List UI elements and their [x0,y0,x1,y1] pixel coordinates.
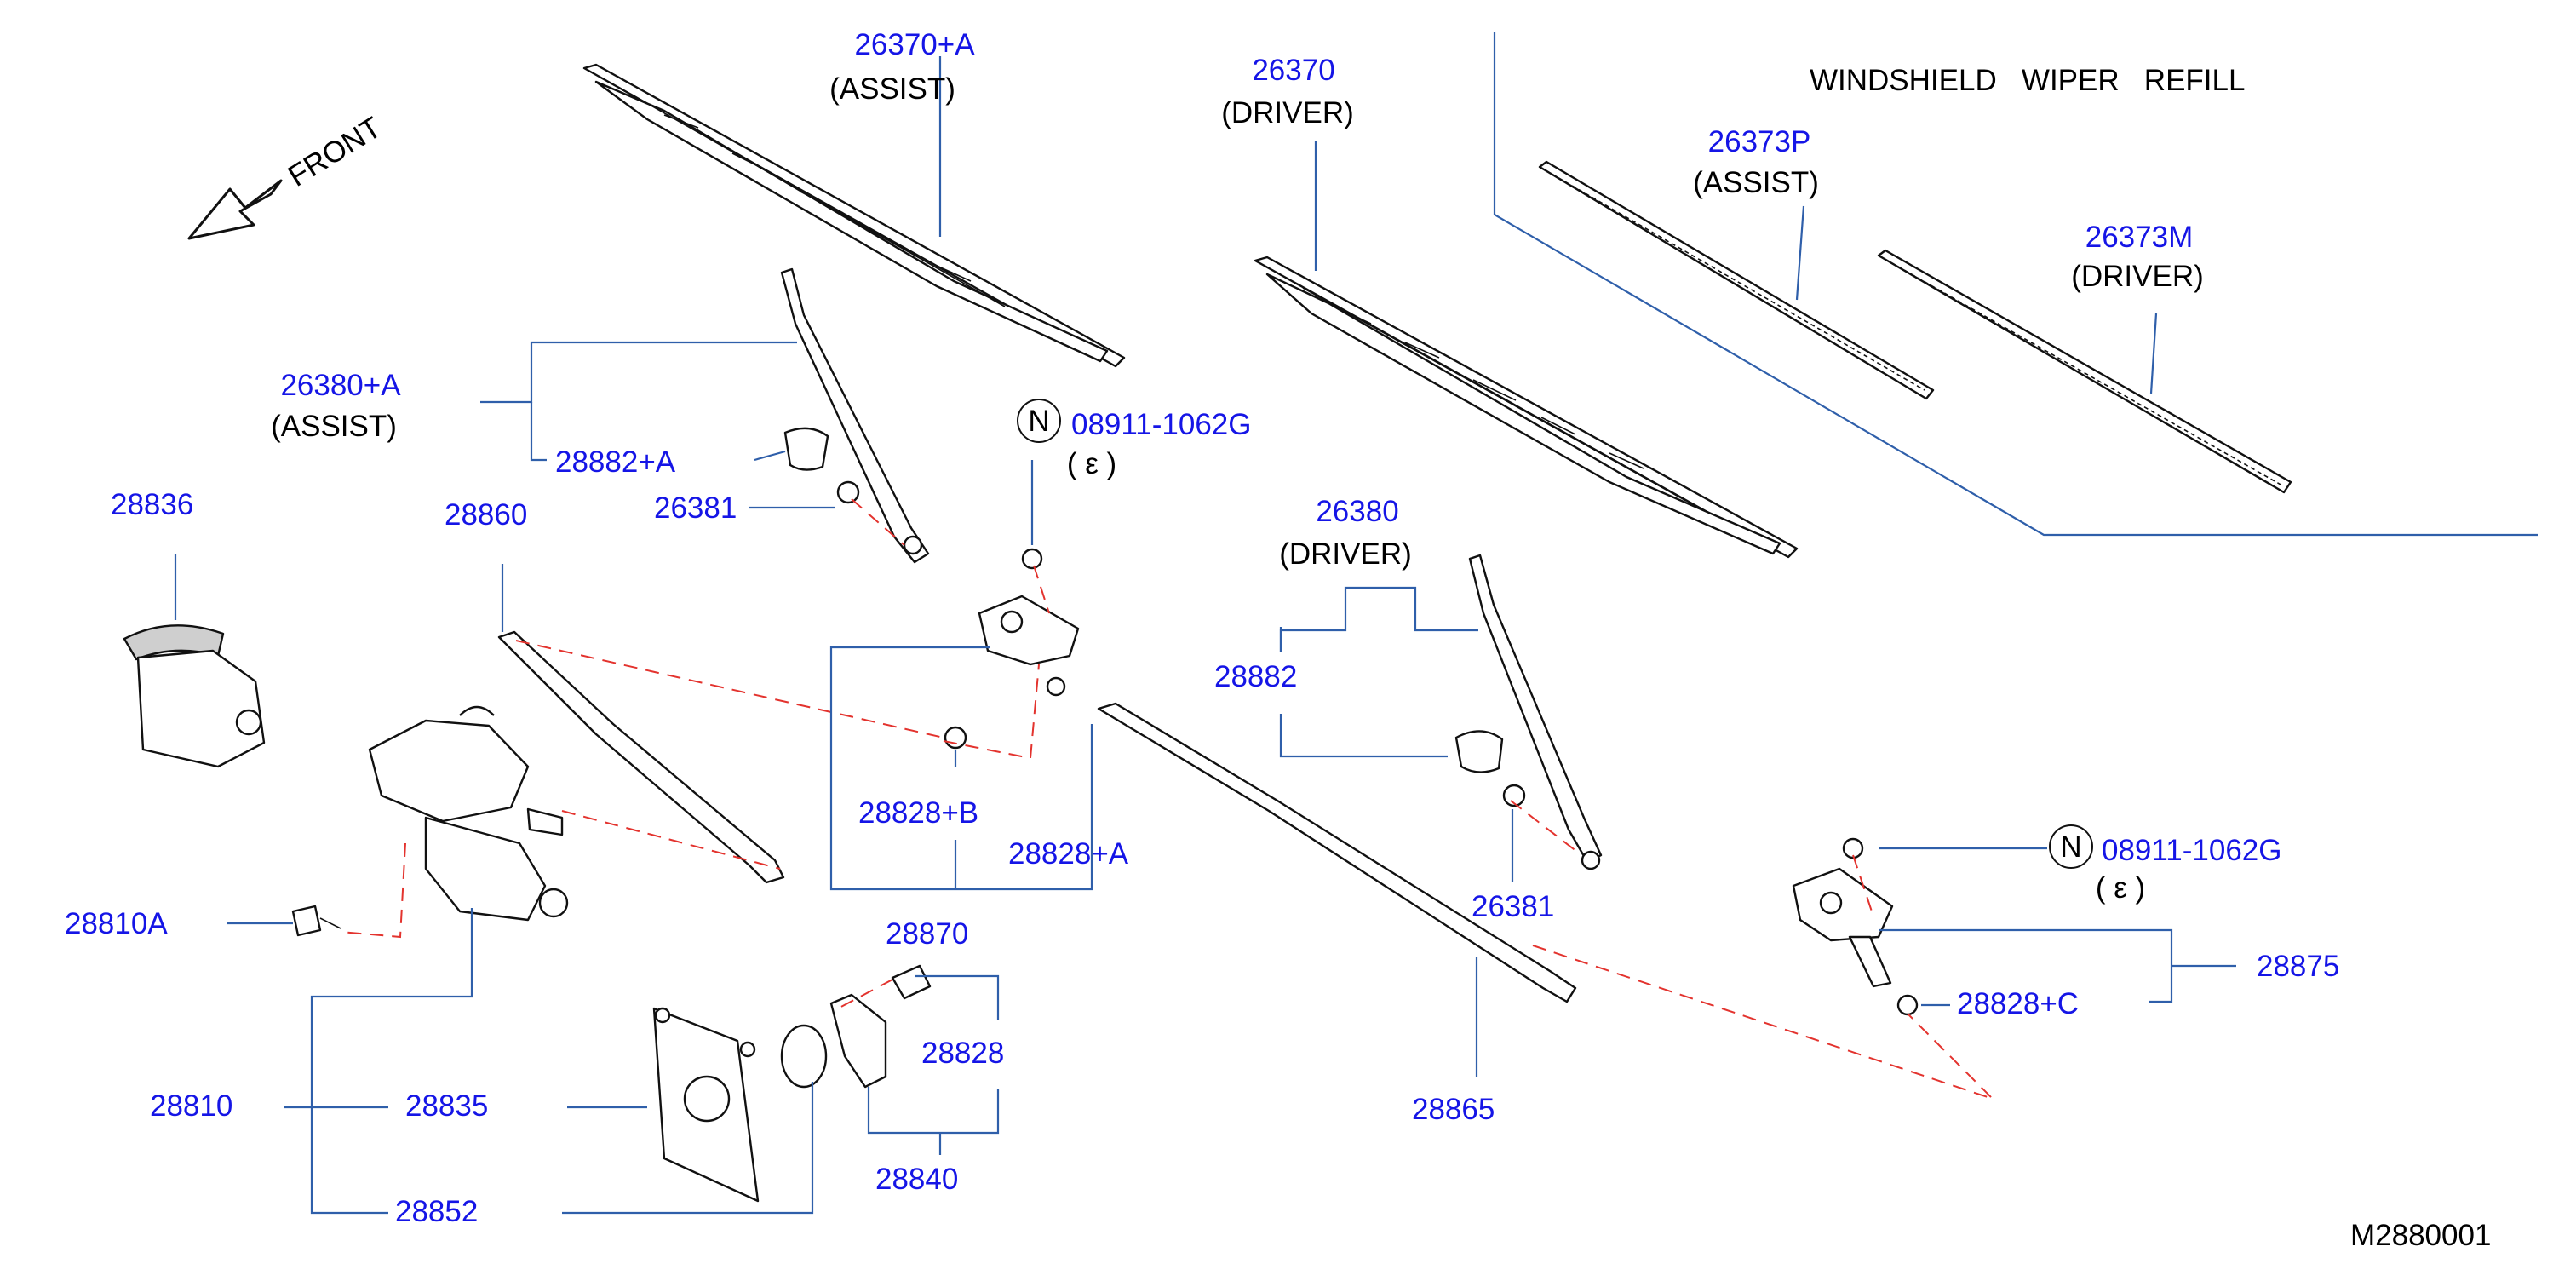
motor [368,705,569,922]
front-arrow-icon [187,179,283,240]
label-28828: 28828 [921,1037,1004,1070]
note-26373m: (DRIVER) [2071,260,2204,293]
label-26380: 26380 [1316,495,1398,528]
nut-n2 [1842,837,1864,859]
label-28828c: 28828+C [1957,987,2079,1020]
label-26381-driver: 26381 [1472,890,1554,923]
pivot-driver [1792,867,1894,988]
label-28852: 28852 [395,1195,478,1228]
label-28882a: 28882+A [555,445,676,479]
note-26370: (DRIVER) [1221,96,1354,129]
leader-lines [174,56,2236,1215]
label-28810: 28810 [150,1089,232,1123]
label-28860: 28860 [445,498,527,531]
label-26370a: 26370+A [854,28,975,61]
arm-assist [780,267,930,564]
n-symbol-icon [1017,399,1061,443]
note-26380: (DRIVER) [1279,537,1412,571]
nut-assist [836,480,860,504]
note-26380a: (ASSIST) [271,410,397,443]
refill-assist [1538,160,1935,400]
front-direction-indicator: FRONT [187,111,387,240]
label-26381-assist: 26381 [654,491,737,525]
connection-lines [340,498,1994,1100]
bushing [891,964,932,1000]
label-28836: 28836 [111,488,193,521]
link-long [1097,702,1577,1003]
plate [652,1007,760,1203]
refill-section-title: WINDSHIELD WIPER REFILL [1810,64,2245,97]
front-label: FRONT [283,111,387,193]
bushing-c [1896,994,1919,1016]
blade-assist [582,63,1126,368]
label-26373p: 26373P [1708,125,1811,158]
bushing-b [944,726,967,750]
note-08911-1: ( ε ) [1067,447,1116,480]
label-28828b: 28828+B [858,796,978,830]
note-08911-2: ( ε ) [2096,871,2145,905]
note-26370a: (ASSIST) [829,72,955,106]
label-26370: 26370 [1252,54,1334,87]
note-26373p: (ASSIST) [1693,166,1819,199]
arm-driver [1468,554,1603,870]
label-08911-2: 08911-1062G [2102,834,2281,867]
gasket [780,1024,828,1089]
pivot-assist [978,595,1080,697]
label-28875: 28875 [2257,950,2339,983]
label-28882: 28882 [1214,660,1297,693]
label-28870: 28870 [886,917,968,951]
label-28810a: 28810A [65,907,168,940]
label-08911-1: 08911-1062G [1071,408,1251,441]
nut-n1 [1021,548,1043,570]
refill-driver [1877,249,2292,494]
screw [291,905,341,937]
figure-id: M2880001 [2350,1219,2491,1252]
blade-driver [1254,256,1799,559]
motor-cover [123,624,266,768]
cap-driver [1454,730,1504,773]
link-short [497,630,785,884]
nut-driver [1502,784,1526,807]
label-28828a: 28828+A [1008,837,1129,870]
label-26380a: 26380+A [280,369,401,402]
label-28865: 28865 [1412,1093,1495,1126]
nut-n1-symbol: N [1028,405,1049,438]
bracket [829,993,887,1089]
label-28840: 28840 [875,1163,958,1196]
label-26373m: 26373M [2085,221,2193,254]
refill-section-border [1493,32,2538,537]
n-symbol-icon [2049,824,2093,869]
label-28835: 28835 [405,1089,488,1123]
cap-assist [783,427,829,471]
nut-n2-symbol: N [2060,830,2081,864]
